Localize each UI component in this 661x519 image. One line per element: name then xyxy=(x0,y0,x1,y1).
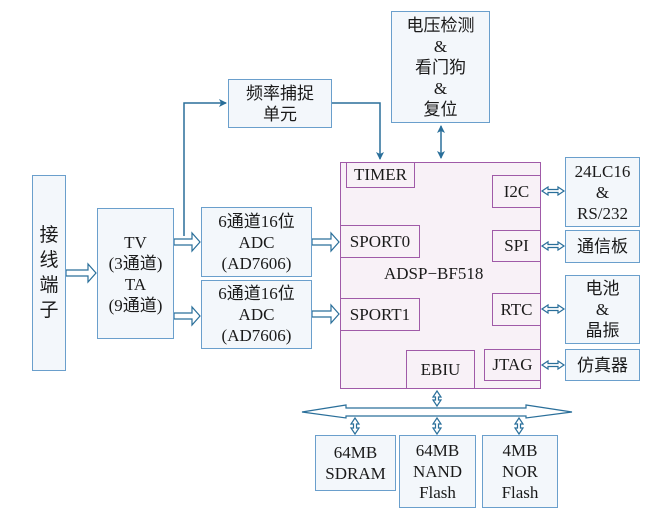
port-spi-label: SPI xyxy=(504,236,529,255)
eeprom-serial-line: RS/232 xyxy=(576,203,629,223)
eeprom-serial-box: 24LC16 & RS/232 xyxy=(565,157,640,227)
nand-box: 64MB NAND Flash xyxy=(399,435,476,508)
terminal-char: 子 xyxy=(39,300,59,321)
adc1-line: 6通道16位 xyxy=(218,211,295,231)
sdram-line: SDRAM xyxy=(325,464,386,483)
supervisor-line: 复位 xyxy=(423,99,458,119)
adc1-box: 6通道16位 ADC (AD7606) xyxy=(201,207,312,277)
nor-line: 4MB xyxy=(502,441,538,460)
supervisor-box: 电压检测 & 看门狗 & 复位 xyxy=(391,11,490,123)
port-sport0: SPORT0 xyxy=(340,225,420,258)
supervisor-line: & xyxy=(433,36,448,56)
port-sport0-label: SPORT0 xyxy=(349,231,411,251)
nor-line: Flash xyxy=(501,483,539,502)
adc1-line: (AD7606) xyxy=(221,253,292,273)
emulator-box: 仿真器 xyxy=(565,349,640,381)
port-timer-label: TIMER xyxy=(354,165,407,184)
double-arrow-bus-nand xyxy=(431,416,443,436)
nand-line: Flash xyxy=(419,483,456,502)
memory-bus-arrow xyxy=(301,404,573,419)
double-arrow-i2c xyxy=(540,185,566,197)
freq-capture-box: 频率捕捉 单元 xyxy=(228,79,332,128)
port-spi: SPI xyxy=(492,230,541,262)
double-arrow-bus-nor xyxy=(513,416,525,436)
supervisor-line: 电压检测 xyxy=(406,15,475,35)
nand-line: 64MB xyxy=(415,441,460,460)
double-arrow-spi xyxy=(540,240,566,252)
nand-line: NAND xyxy=(412,462,463,481)
port-timer: TIMER xyxy=(346,162,415,188)
port-i2c: I2C xyxy=(492,175,541,208)
port-ebiu: EBIU xyxy=(406,350,475,389)
adc2-line: ADC xyxy=(238,305,275,324)
connector-tv-to-freq xyxy=(183,99,227,236)
block-arrow-terminal-to-transformer xyxy=(65,262,97,284)
eeprom-serial-line: 24LC16 xyxy=(574,161,631,181)
port-jtag-label: JTAG xyxy=(492,355,533,374)
port-ebiu-label: EBIU xyxy=(420,359,461,379)
double-arrow-ebiu-bus xyxy=(431,389,443,408)
adc2-line: (AD7606) xyxy=(221,326,292,345)
nor-box: 4MB NOR Flash xyxy=(482,435,558,508)
freq-capture-line: 频率捕捉 xyxy=(246,83,314,103)
adc2-box: 6通道16位 ADC (AD7606) xyxy=(201,280,312,349)
connector-freq-to-timer xyxy=(331,102,384,160)
comm-board-line: 通信板 xyxy=(577,237,628,256)
nor-line: NOR xyxy=(502,462,538,481)
port-rtc-label: RTC xyxy=(500,299,533,319)
adc1-line: ADC xyxy=(238,232,275,252)
port-jtag: JTAG xyxy=(484,349,541,381)
double-arrow-rtc xyxy=(540,303,566,315)
transformer-line: TV xyxy=(124,232,147,252)
terminal-char: 线 xyxy=(39,250,59,271)
double-arrow-jtag xyxy=(540,359,566,371)
block-arrow-transformer-to-adc2 xyxy=(173,305,201,327)
sdram-line: 64MB xyxy=(333,443,378,462)
terminal-block: 接 线 端 子 xyxy=(32,175,66,371)
sdram-box: 64MB SDRAM xyxy=(315,435,396,491)
transformer-line: TA xyxy=(124,274,147,294)
port-i2c-label: I2C xyxy=(503,181,530,201)
port-sport1: SPORT1 xyxy=(340,298,420,331)
block-arrow-adc2-to-sport1 xyxy=(311,303,340,325)
battery-crystal-line: 电池 xyxy=(585,279,620,298)
supervisor-line: 看门狗 xyxy=(415,57,466,77)
port-rtc: RTC xyxy=(492,293,541,326)
supervisor-line: & xyxy=(433,78,448,98)
battery-crystal-box: 电池 & 晶振 xyxy=(565,275,640,344)
transformer-line: (9通道) xyxy=(108,295,163,315)
battery-crystal-line: & xyxy=(595,300,610,319)
comm-board-box: 通信板 xyxy=(565,230,640,263)
port-sport1-label: SPORT1 xyxy=(349,304,411,324)
double-arrow-bus-sdram xyxy=(349,416,361,436)
transformer-box: TV (3通道) TA (9通道) xyxy=(97,208,174,339)
adc2-line: 6通道16位 xyxy=(218,284,295,303)
battery-crystal-line: 晶振 xyxy=(585,321,620,340)
cpu-name: ADSP−BF518 xyxy=(384,264,484,283)
emulator-line: 仿真器 xyxy=(577,355,628,375)
freq-capture-line: 单元 xyxy=(263,104,297,124)
terminal-char: 端 xyxy=(39,275,59,296)
transformer-line: (3通道) xyxy=(108,253,163,273)
block-arrow-transformer-to-adc1 xyxy=(173,231,201,253)
terminal-char: 接 xyxy=(39,225,59,246)
block-arrow-adc1-to-sport0 xyxy=(311,231,340,253)
eeprom-serial-line: & xyxy=(595,182,610,202)
